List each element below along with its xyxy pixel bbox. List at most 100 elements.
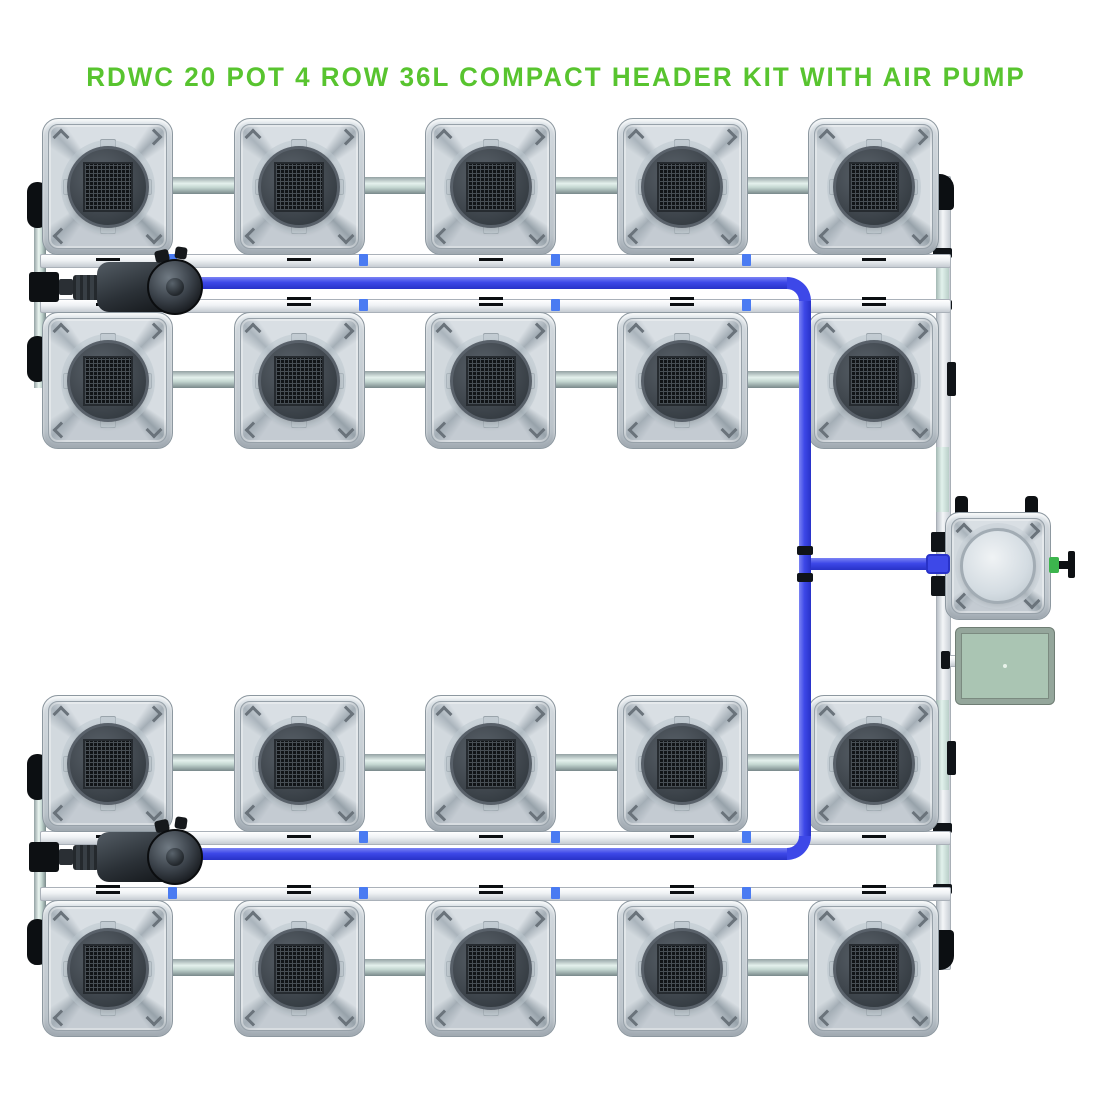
corner-bracket-icon xyxy=(720,322,737,340)
pipe-clamp xyxy=(861,297,886,308)
interconnect-pipe xyxy=(360,371,427,388)
corner-bracket-icon xyxy=(955,522,973,540)
manifold-segment xyxy=(936,845,949,887)
net-pot-lid xyxy=(66,339,149,422)
corner-bracket-icon xyxy=(528,705,546,723)
corner-bracket-icon xyxy=(52,705,70,723)
pot-manifold-fitting xyxy=(947,741,956,775)
pipe-clamp xyxy=(478,885,503,896)
corner-bracket-icon xyxy=(337,421,354,439)
corner-bracket-icon xyxy=(627,705,644,723)
corner-bracket-icon xyxy=(435,227,453,245)
interconnect-pipe xyxy=(169,959,236,976)
pipe-clamp xyxy=(861,885,886,896)
corner-bracket-icon xyxy=(720,1009,737,1027)
mesh-grid xyxy=(82,355,133,406)
pipe-joint xyxy=(359,831,368,843)
mesh-grid xyxy=(657,355,707,406)
interconnect-pipe xyxy=(552,371,619,388)
corner-bracket-icon xyxy=(720,128,737,146)
interconnect-pipe xyxy=(743,754,810,771)
pot-lid-face xyxy=(48,701,167,826)
corner-bracket-icon xyxy=(720,804,737,822)
grow-pot xyxy=(808,118,939,255)
pump-union xyxy=(73,275,99,300)
pipe-joint xyxy=(742,831,751,843)
drain-valve-handle xyxy=(1068,551,1075,578)
water-pump-bottom xyxy=(29,816,209,892)
pipe-clamp xyxy=(670,885,694,896)
pipe-joint xyxy=(550,299,560,311)
corner-bracket-icon xyxy=(435,910,453,928)
corner-bracket-icon xyxy=(244,1009,261,1027)
corner-bracket-icon xyxy=(627,128,644,146)
pipe-joint xyxy=(742,299,751,311)
corner-bracket-icon xyxy=(627,804,644,822)
header-tank-post xyxy=(1025,496,1038,513)
mesh-grid xyxy=(274,943,324,994)
corner-bracket-icon xyxy=(145,128,163,146)
interconnect-pipe xyxy=(552,177,619,194)
delivery-tube-header-branch xyxy=(811,558,950,570)
corner-bracket-icon xyxy=(52,421,70,439)
corner-bracket-icon xyxy=(145,910,163,928)
interconnect-pipe xyxy=(552,754,619,771)
pot-lid-face xyxy=(814,906,933,1031)
mesh-grid xyxy=(82,738,133,789)
net-pot-lid xyxy=(449,927,532,1010)
corner-bracket-icon xyxy=(145,1009,163,1027)
mesh-grid xyxy=(465,161,516,212)
corner-bracket-icon xyxy=(52,1009,70,1027)
corner-bracket-icon xyxy=(720,705,737,723)
pot-manifold-fitting xyxy=(947,362,956,396)
header-tank-lid-face xyxy=(951,518,1045,614)
net-pot-lid xyxy=(66,722,149,805)
corner-bracket-icon xyxy=(435,421,453,439)
mesh-grid xyxy=(848,161,899,212)
mesh-grid xyxy=(465,738,516,789)
grow-pot xyxy=(233,118,365,255)
mesh-grid xyxy=(465,943,516,994)
corner-bracket-icon xyxy=(145,322,163,340)
interconnect-pipe xyxy=(169,177,236,194)
interconnect-pipe xyxy=(552,959,619,976)
corner-bracket-icon xyxy=(52,227,70,245)
pot-lid-face xyxy=(239,906,359,1031)
corner-bracket-icon xyxy=(818,1009,836,1027)
manifold-segment xyxy=(936,447,949,512)
corner-bracket-icon xyxy=(435,322,453,340)
corner-bracket-icon xyxy=(435,804,453,822)
pot-lid-face xyxy=(431,701,550,826)
corner-bracket-icon xyxy=(911,910,929,928)
mesh-grid xyxy=(848,943,899,994)
pump-lug xyxy=(174,816,188,830)
net-pot-lid xyxy=(641,722,723,805)
corner-bracket-icon xyxy=(818,421,836,439)
pipe-clamp xyxy=(670,297,694,308)
interconnect-pipe xyxy=(743,371,810,388)
corner-bracket-icon xyxy=(528,128,546,146)
pot-lid-face xyxy=(48,318,167,443)
net-pot-lid xyxy=(832,145,915,228)
corner-bracket-icon xyxy=(244,421,261,439)
net-pot-lid xyxy=(258,339,340,422)
interconnect-pipe xyxy=(360,959,427,976)
mesh-grid xyxy=(657,161,707,212)
pump-outlet-face xyxy=(147,259,203,315)
pipe-joint xyxy=(359,254,368,266)
net-pot-lid xyxy=(641,339,723,422)
net-pot-lid xyxy=(641,927,723,1010)
drain-valve-stem xyxy=(1059,561,1069,569)
corner-bracket-icon xyxy=(720,227,737,245)
pump-inlet-tee xyxy=(29,842,59,872)
delivery-tube-bottom xyxy=(150,848,787,860)
pipe-joint xyxy=(550,254,560,266)
corner-bracket-icon xyxy=(337,705,354,723)
manifold-clamp xyxy=(933,823,952,833)
pot-lid-face xyxy=(239,318,359,443)
pot-lid-face xyxy=(814,124,933,249)
grow-pot xyxy=(42,900,173,1037)
corner-bracket-icon xyxy=(911,322,929,340)
delivery-tube-top xyxy=(150,277,787,289)
grow-pot xyxy=(808,695,939,832)
